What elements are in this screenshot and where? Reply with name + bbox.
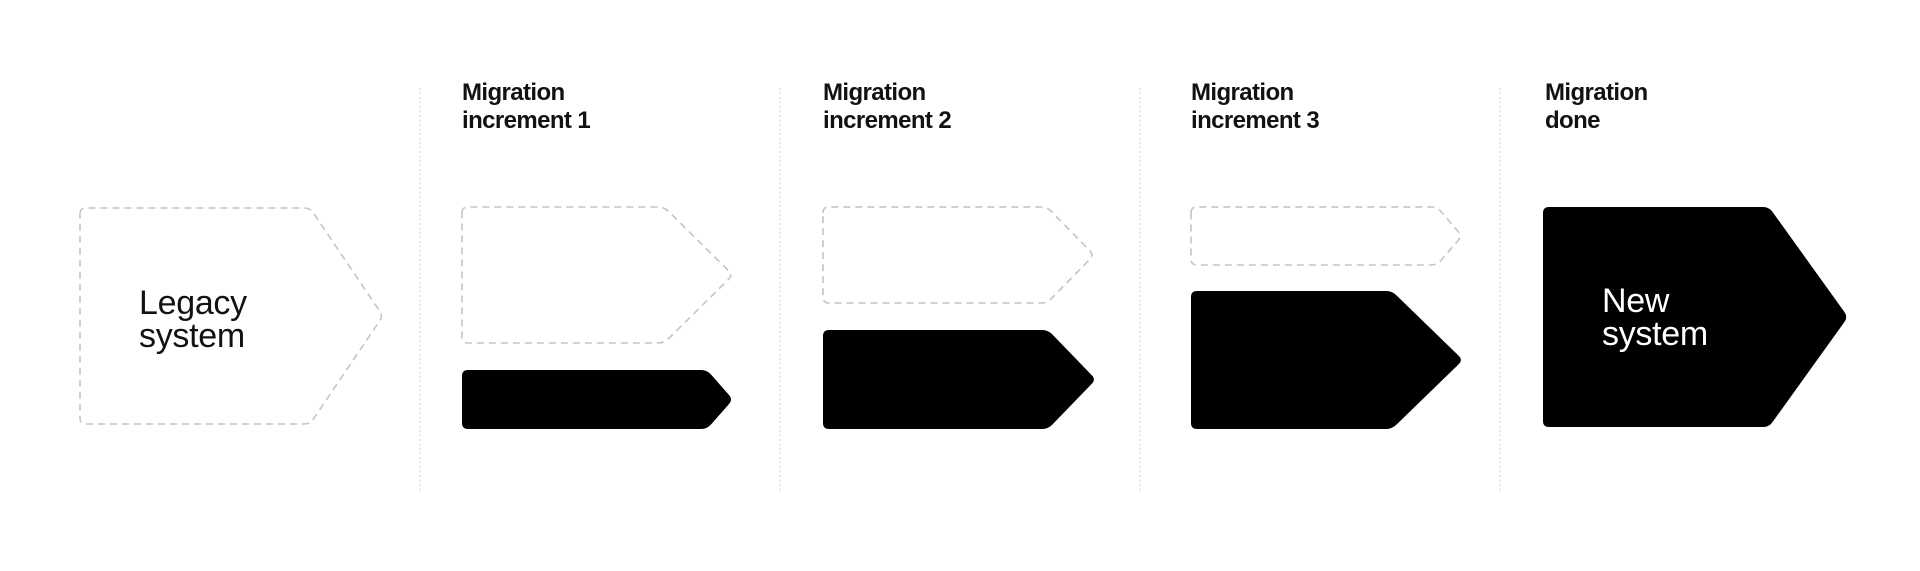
new-system-label: New system (1602, 282, 1708, 353)
new-system-label-line: New (1602, 282, 1670, 320)
increment-2-legacy-remaining-arrow (822, 206, 1093, 304)
label-line: done (1545, 107, 1601, 134)
legacy-system-label-line: system (139, 317, 245, 355)
legacy-system-label-line: Legacy (139, 284, 247, 322)
label-line: Migration (462, 79, 565, 106)
label-line: increment 2 (823, 107, 952, 134)
new-system-label-line: system (1602, 315, 1708, 353)
legacy-system-outline-arrow (79, 207, 383, 425)
increment-3-legacy-remaining-arrow (1190, 206, 1461, 266)
increment-3-migrated-arrow (1191, 291, 1461, 429)
label-migration-done: Migration done (1545, 79, 1648, 135)
label-line: Migration (1545, 79, 1648, 106)
label-line: increment 1 (462, 107, 591, 134)
increment-1-legacy-remaining-arrow (461, 206, 732, 344)
label-line: Migration (1191, 79, 1294, 106)
legacy-system-label: Legacy system (139, 284, 247, 355)
increment-2-migrated-arrow (823, 330, 1094, 429)
label-line: Migration (823, 79, 926, 106)
label-line: increment 3 (1191, 107, 1320, 134)
label-migration-increment-3: Migration increment 3 (1191, 79, 1320, 135)
label-migration-increment-2: Migration increment 2 (823, 79, 952, 135)
increment-1-migrated-arrow (462, 370, 731, 429)
new-system-arrow (1543, 207, 1847, 427)
label-migration-increment-1: Migration increment 1 (462, 79, 591, 135)
